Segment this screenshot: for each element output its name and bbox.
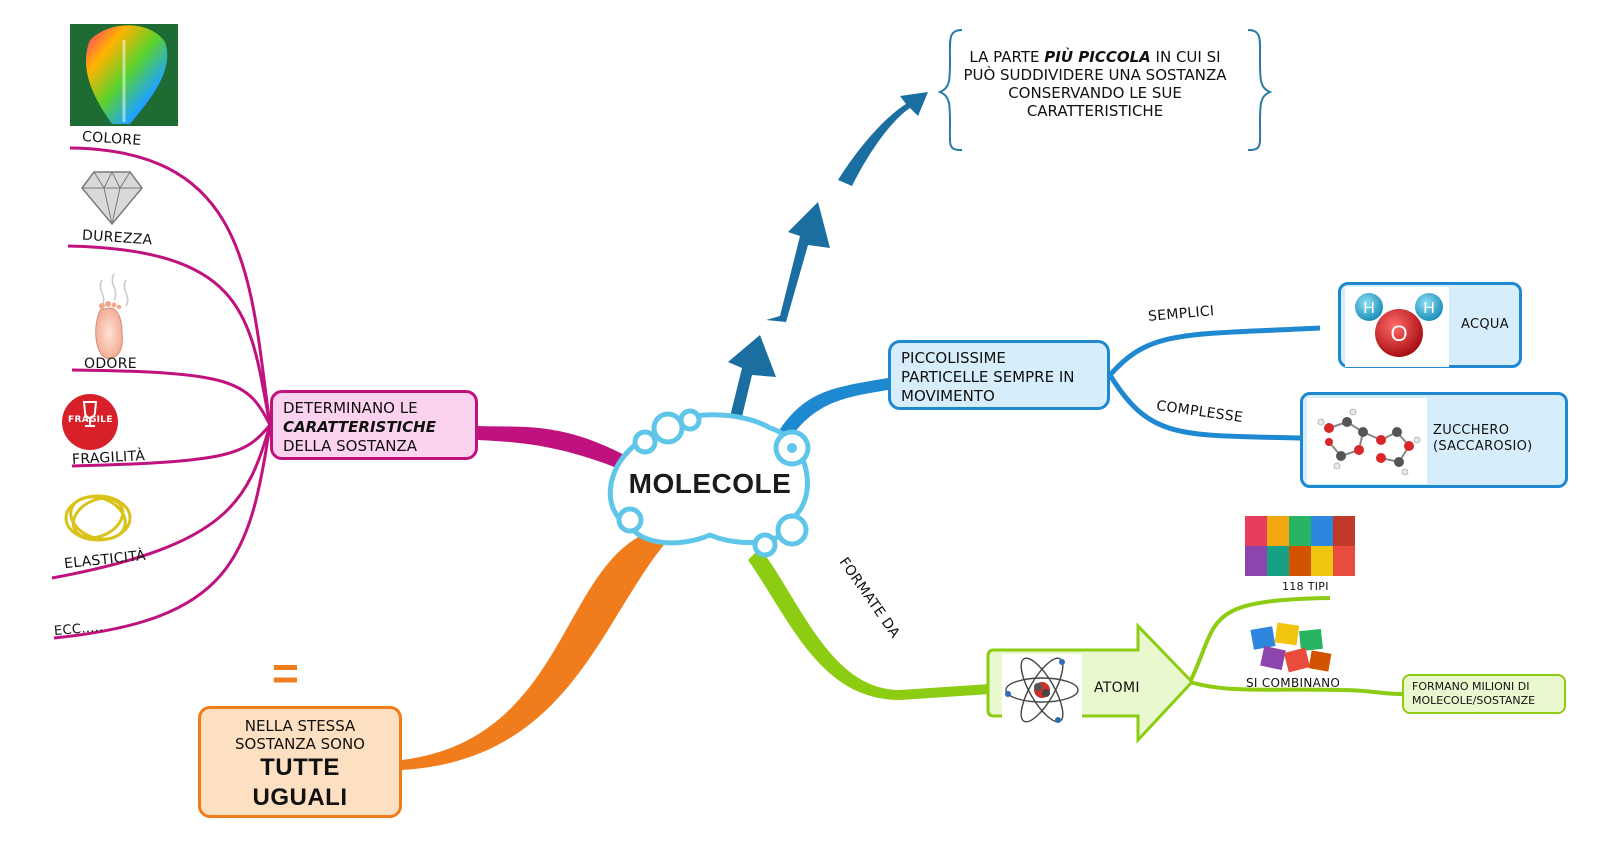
elasticita-image <box>64 494 132 542</box>
uniformity-box: NELLA STESSA SOSTANZA SONO TUTTE UGUALI <box>198 706 402 818</box>
definition-after: IN CUI SI PUÒ SUDDIVIDERE UNA SOSTANZA C… <box>963 48 1227 120</box>
characteristics-box: DETERMINANO LE CARATTERISTICHE DELLA SOS… <box>270 390 478 460</box>
central-cloud <box>607 408 811 558</box>
uniformity-line1: NELLA STESSA <box>244 717 356 735</box>
water-card: O H H ACQUA <box>1338 282 1522 368</box>
characteristics-emphasis: CARATTERISTICHE <box>283 418 436 436</box>
atoms-sub-branches <box>1188 596 1403 696</box>
uniformity-line3: TUTTE <box>260 754 340 781</box>
definition-emphasis: PIÙ PICCOLA <box>1044 48 1151 66</box>
atom-icon <box>1002 654 1082 726</box>
tipi-image <box>1245 516 1355 576</box>
combine-label: SI COMBINANO <box>1246 676 1341 690</box>
characteristics-branches <box>51 146 272 640</box>
atom-h-right: H <box>1423 300 1435 317</box>
colore-image <box>70 24 178 126</box>
equals-symbol: = <box>272 647 300 699</box>
puzzle-image <box>1250 622 1332 673</box>
branch-uniformity <box>402 536 668 770</box>
odore-image <box>95 273 129 359</box>
types-label: 118 TIPI <box>1282 580 1329 593</box>
branch-characteristics <box>478 426 630 470</box>
movement-sub-branches <box>1107 325 1321 441</box>
central-title: MOLECOLE <box>628 468 792 499</box>
water-molecule-icon: O H H <box>1345 287 1449 367</box>
definition-text: LA PARTE PIÙ PICCOLA IN CUI SI PUÒ SUDDI… <box>960 48 1230 120</box>
sucrose-molecule-icon <box>1307 398 1427 484</box>
movement-box: PICCOLISSIME PARTICELLE SEMPRE IN MOVIME… <box>888 340 1110 410</box>
definition-before: LA PARTE <box>969 48 1040 66</box>
sugar-label: ZUCCHERO (SACCAROSIO) <box>1433 423 1533 454</box>
characteristics-line3: DELLA SOSTANZA <box>283 437 417 455</box>
atom-h-left: H <box>1363 300 1375 317</box>
branch-composition <box>748 548 990 700</box>
atoms-label: ATOMI <box>1094 680 1140 696</box>
result-box: FORMANO MILIONI DI MOLECOLE/SOSTANZE <box>1402 674 1566 714</box>
uniformity-line2: SOSTANZA SONO <box>235 735 365 753</box>
sugar-card: ZUCCHERO (SACCAROSIO) <box>1300 392 1568 488</box>
fragile-badge: FRAGILE <box>68 415 113 425</box>
item-odore: ODORE <box>84 356 137 372</box>
fragilita-image <box>62 394 118 450</box>
water-label: ACQUA <box>1461 317 1509 332</box>
atom-o: O <box>1390 321 1407 346</box>
definition-arrow <box>715 92 928 430</box>
durezza-image <box>81 170 143 226</box>
characteristics-line1: DETERMINANO LE <box>283 399 418 417</box>
uniformity-line4: UGUALI <box>252 784 348 811</box>
definition-braces <box>937 29 1273 151</box>
